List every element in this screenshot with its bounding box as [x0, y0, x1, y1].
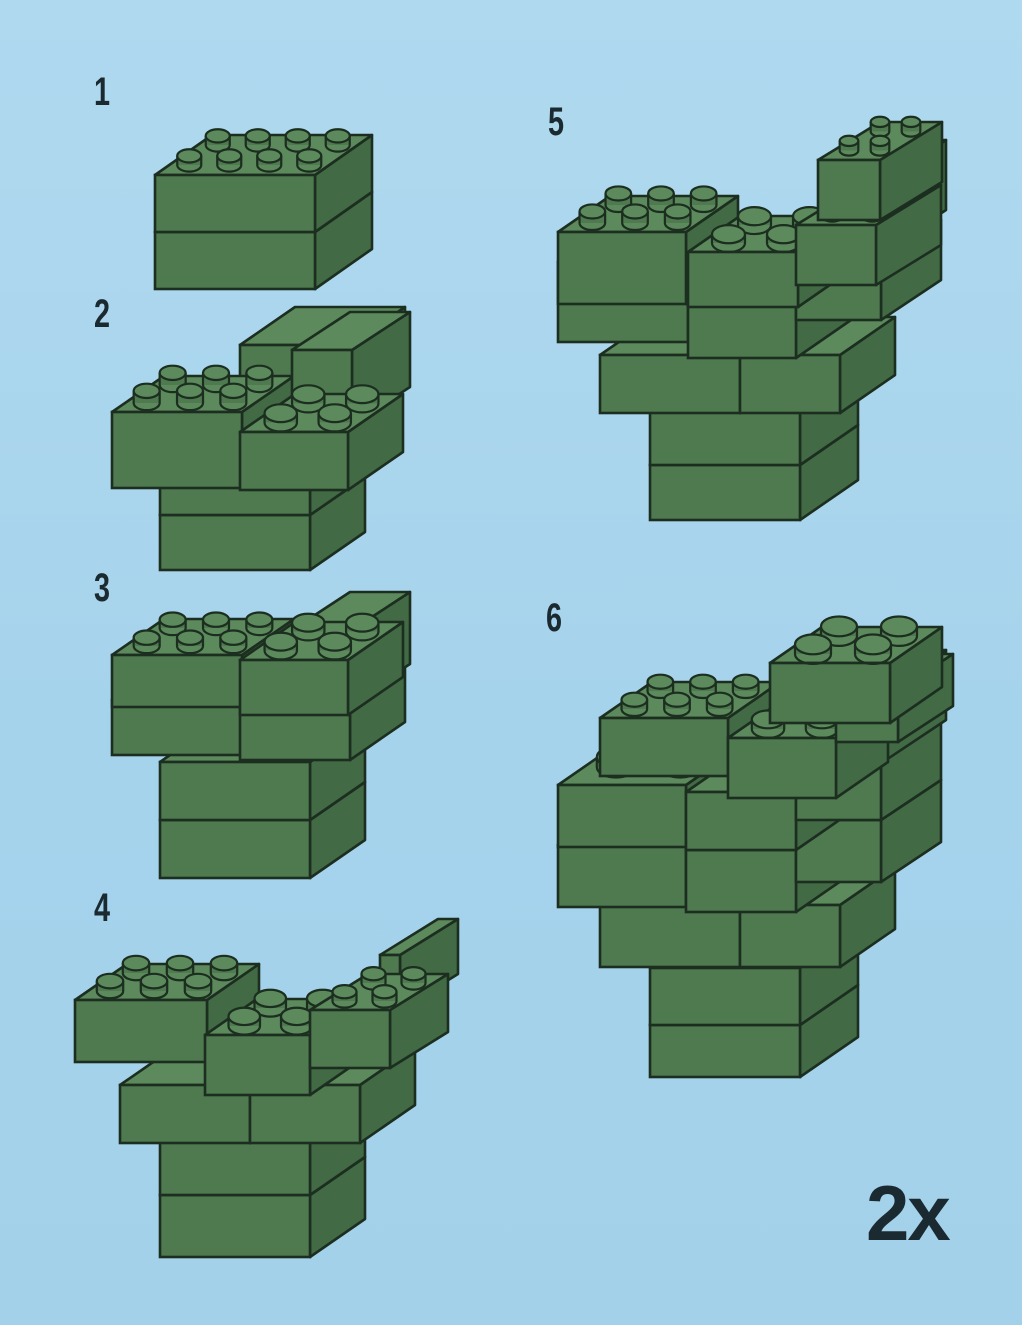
brick — [310, 967, 448, 1068]
step-3-illustration — [112, 592, 410, 878]
step-5-illustration — [558, 117, 946, 520]
step-1-illustration — [155, 129, 372, 289]
step-2-illustration — [112, 307, 410, 570]
step-6-illustration — [558, 617, 953, 1078]
step-4-illustration — [75, 919, 458, 1257]
quantity-multiplier: 2x — [866, 1168, 949, 1259]
